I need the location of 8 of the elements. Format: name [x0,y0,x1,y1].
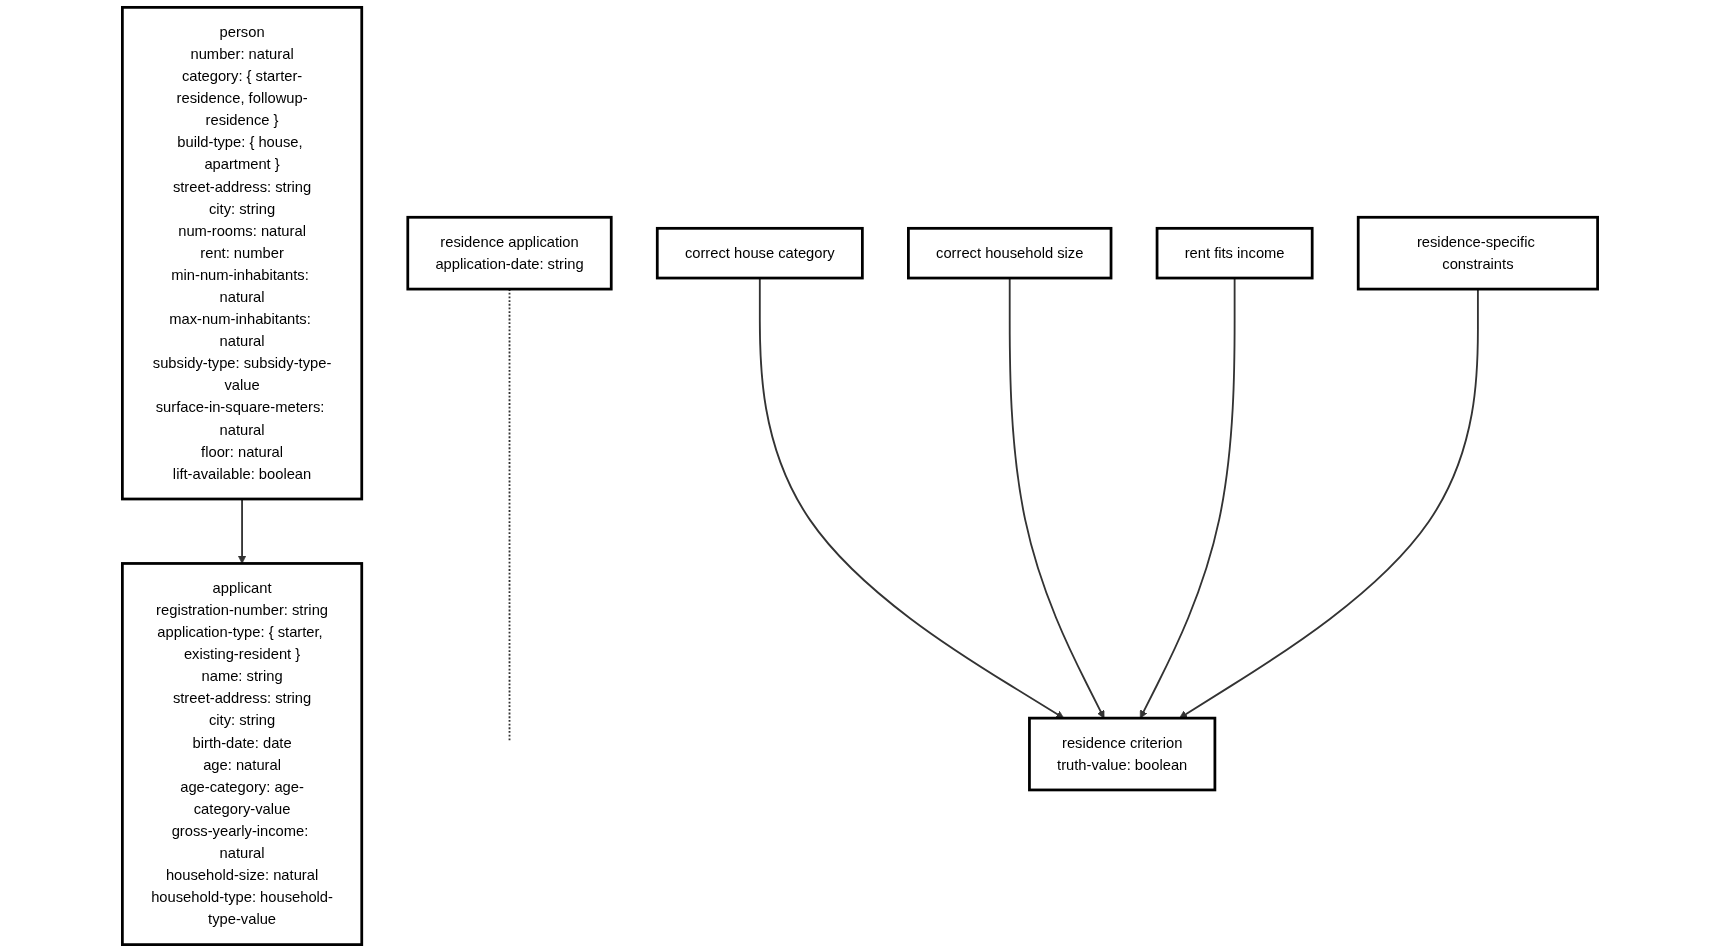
node-box: residence application application-date: string [406,215,613,291]
node-box: correct house category [655,226,864,280]
node-box: rent fits income [1155,226,1314,280]
node-box: person number: natural category: { starter-residence, followup-residence } build-type: { house, apartment } street-address: string city: string num-rooms: natural rent: number min-num-inhabitants: natural max-num-inhabitants: natural subsidy-type: subsidy-type-value surface-in-square-meters: natural floor: natural lift-available: boolean [121,6,364,501]
node-box: residence-specific constraints [1356,215,1599,291]
node-box: applicant registration-number: string application-type: { starter, existing-resident } name: string street-address: string city: string birth-date: date age: natural age-category: age-category-value gross-yearly-income: natural household-size: natural household-type: household-type-value [121,562,364,946]
node-box: residence criterion truth-value: boolean [1028,716,1217,792]
node-box: correct household size [907,226,1113,280]
